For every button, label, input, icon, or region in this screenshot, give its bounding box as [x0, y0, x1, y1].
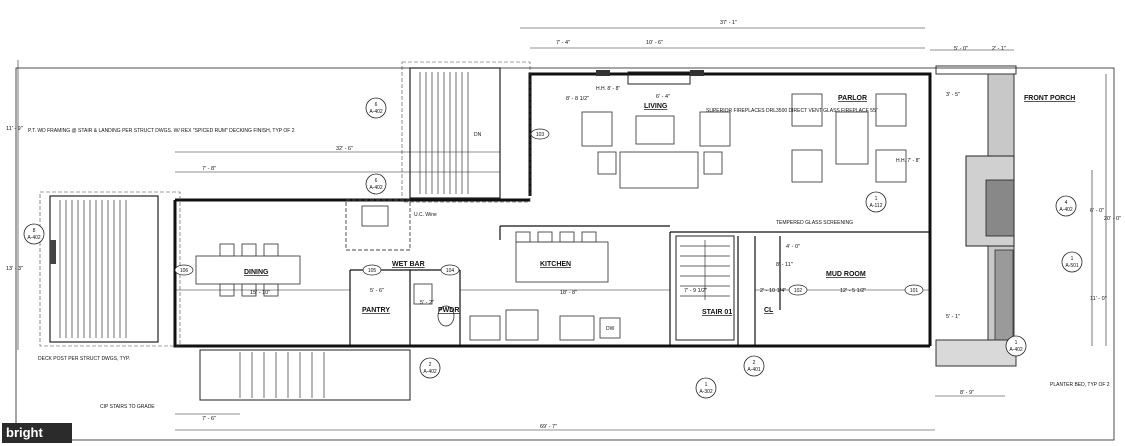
door-tag-105: 105: [368, 268, 377, 274]
door-tag-103: 103: [536, 132, 545, 138]
dim-right-c: 5' - 1": [946, 314, 960, 320]
room-pantry: PANTRY: [362, 307, 390, 314]
section-tag-0: A-402: [369, 109, 383, 115]
section-num-2: 8: [33, 228, 36, 234]
section-num-0: 6: [375, 102, 378, 108]
note-dw: DW: [606, 326, 615, 332]
dim-deck-small: 7' - 8": [202, 166, 216, 172]
room-pwdr: PWDR: [438, 307, 459, 314]
note-dn: DN: [474, 132, 482, 138]
note-deck-framing: P.T. WD FRAMING @ STAIR & LANDING PER ST…: [28, 128, 295, 134]
note-hh: H.H. 8' - 8": [596, 86, 620, 92]
room-wet-bar: WET BAR: [392, 261, 425, 268]
dim-deck-width: 32' - 6": [336, 146, 353, 152]
room-parlor: PARLOR: [838, 95, 867, 102]
dim-dining-width: 15' - 10": [250, 290, 270, 296]
section-num-5: 1: [1071, 256, 1074, 262]
dim-right-d: 8' - 11": [776, 262, 793, 268]
note-deck-post: DECK POST PER STRUCT DWGS, TYP.: [38, 356, 130, 362]
dim-mud-width: 12' - 5 1/2": [840, 288, 866, 294]
dim-living-a: 8' - 8 1/2": [566, 96, 589, 102]
door-tag-106: 106: [180, 268, 189, 274]
dim-left-a: 11' - 9": [6, 126, 23, 132]
door-tag-104: 104: [446, 268, 455, 274]
section-num-7: 2: [753, 360, 756, 366]
watermark-logo: bright: [2, 423, 72, 443]
section-tag-1: A-402: [369, 185, 383, 191]
dim-top-a: 7' - 4": [556, 40, 570, 46]
section-num-8: 1: [705, 382, 708, 388]
door-tag-101: 101: [910, 288, 919, 294]
room-living: LIVING: [644, 103, 668, 110]
section-num-6: 4: [1065, 200, 1068, 206]
section-num-9: 1: [1015, 340, 1018, 346]
note-tempered-glass: TEMPERED GLASS SCREENING: [776, 220, 853, 226]
dim-bottom-a: 7' - 6": [202, 416, 216, 422]
room-cl: CL: [764, 307, 774, 314]
dim-left-b: 13' - 3": [6, 266, 23, 272]
room-dining: DINING: [244, 269, 269, 276]
dim-right-a: 6' - 0": [1090, 208, 1104, 214]
section-tag-5: A-501: [1065, 263, 1079, 269]
interior-stair: [675, 235, 735, 341]
section-num-3: 2: [429, 362, 432, 368]
dim-kitchen-width: 18' - 8": [560, 290, 577, 296]
left-deck: [49, 195, 159, 343]
dim-pantry-width: 5' - 6": [370, 288, 384, 294]
dim-top-b: 10' - 6": [646, 40, 663, 46]
section-num-4: 1: [875, 196, 878, 202]
section-tag-4: A-112: [870, 203, 883, 209]
note-hh-b: H.H. 7' - 8": [896, 158, 920, 164]
room-mud-room: MUD ROOM: [826, 271, 866, 278]
dim-hall-width: 2' - 10 1/4": [760, 288, 786, 294]
section-tag-2: A-402: [27, 235, 41, 241]
note-fireplace: SUPERIOR FIREPLACES DRL3500 DIRECT VENT …: [706, 108, 878, 114]
upper-stair: [409, 67, 501, 199]
note-stairs-grade: CIP STAIRS TO GRADE: [100, 404, 155, 410]
note-wine: U.C. Wine: [414, 212, 437, 218]
room-stair: STAIR 01: [702, 309, 732, 316]
dim-top-right-b: 2' - 1": [992, 46, 1006, 52]
section-tag-9: A-402: [1009, 347, 1023, 353]
section-tag-7: A-401: [747, 367, 761, 373]
room-kitchen: KITCHEN: [540, 261, 571, 268]
door-tag-102: 102: [794, 288, 803, 294]
dim-mud-small: 4' - 0": [786, 244, 800, 250]
dim-bottom-total: 69' - 7": [540, 424, 557, 430]
dim-right-e: 11' - 0": [1090, 296, 1107, 302]
fireplace: [627, 71, 691, 85]
dim-top-right-a: 5' - 0": [954, 46, 968, 52]
section-num-1: 6: [375, 178, 378, 184]
dim-stair-width: 7' - 9 1/2": [684, 288, 707, 294]
dim-right-total: 20' - 0": [1104, 216, 1121, 222]
section-tag-8: A-302: [699, 389, 713, 395]
room-front-porch: FRONT PORCH: [1024, 95, 1075, 102]
section-tag-6: A-402: [1059, 207, 1073, 213]
bottom-stair: [199, 349, 411, 401]
dim-right-b: 3' - 5": [946, 92, 960, 98]
dim-living-b: 6' - 4": [656, 94, 670, 100]
dim-overall-top: 37' - 1": [720, 20, 737, 26]
note-planter: PLANTER BED, TYP OF 2: [1050, 382, 1110, 388]
section-tag-3: A-402: [423, 369, 437, 375]
dim-pwdr-width: 5' - 2": [420, 300, 434, 306]
planter-bed: [994, 249, 1014, 353]
dim-bottom-right: 8' - 9": [960, 390, 974, 396]
